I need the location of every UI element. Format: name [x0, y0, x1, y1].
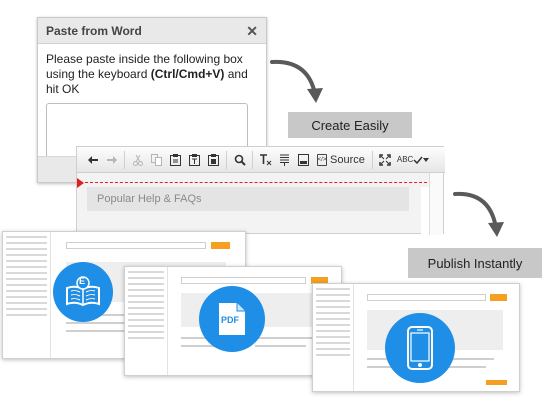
mini-search-button — [490, 294, 507, 301]
mini-search-button — [310, 277, 329, 284]
dialog-title: Paste from Word — [46, 23, 142, 38]
find-icon[interactable] — [230, 150, 249, 170]
curved-arrow-icon — [270, 59, 323, 103]
content-heading: Popular Help & FAQs — [97, 193, 202, 205]
copy-icon[interactable] — [147, 150, 166, 170]
instruction-text: Please paste inside the following box us… — [46, 52, 243, 81]
curved-arrow-icon — [453, 191, 504, 237]
pdf-document-icon — [219, 303, 245, 335]
maximize-icon[interactable] — [376, 150, 395, 170]
paste-text-icon[interactable] — [185, 150, 204, 170]
smartphone-icon — [407, 326, 433, 370]
close-icon[interactable]: ✕ — [246, 22, 258, 39]
mini-text-line — [366, 366, 412, 368]
toolbar-separator — [252, 150, 253, 169]
source-code-icon: </> — [317, 153, 327, 166]
mobile-format-badge — [385, 313, 455, 383]
mini-text-line — [65, 330, 134, 332]
redo-icon[interactable] — [102, 150, 121, 170]
insert-guide-line — [85, 182, 442, 183]
editor-toolbar: </> Source ABC — [77, 147, 445, 173]
open-book-icon — [66, 276, 100, 307]
mini-sidebar — [313, 284, 355, 391]
mini-action-button — [486, 380, 507, 385]
mini-search-box — [65, 242, 207, 249]
publish-instantly-label: Publish Instantly — [408, 248, 542, 278]
mini-sidebar — [3, 232, 52, 358]
rich-text-editor: </> Source ABC Popular Help & FAQs — [76, 146, 445, 235]
toolbar-separator — [371, 150, 373, 169]
editor-content-block[interactable]: Popular Help & FAQs — [87, 187, 409, 211]
checkmark-icon — [413, 156, 423, 164]
cut-icon[interactable] — [128, 150, 147, 170]
pdf-label: PDF — [221, 315, 239, 325]
paste-icon[interactable] — [166, 150, 185, 170]
epub-format-badge: E — [53, 262, 113, 322]
mini-text-line — [254, 345, 307, 347]
mini-sidebar — [125, 267, 169, 375]
mini-search-box — [181, 277, 307, 284]
toolbar-separator — [226, 150, 227, 169]
dialog-header: Paste from Word ✕ — [38, 18, 266, 44]
remove-format-icon[interactable] — [256, 150, 275, 170]
pdf-format-badge: PDF — [199, 286, 265, 352]
toolbar-separator — [124, 150, 125, 169]
mini-text-line — [436, 366, 487, 368]
mini-search-box — [366, 294, 487, 301]
mini-text-line — [436, 358, 495, 360]
paste-word-icon[interactable] — [204, 150, 223, 170]
editor-scrollbar[interactable] — [429, 173, 443, 235]
epub-letter: E — [79, 276, 86, 286]
template-icon[interactable] — [294, 150, 313, 170]
source-label: Source — [330, 153, 365, 166]
chevron-down-icon — [423, 157, 430, 162]
instruction-text-end: and hit OK — [46, 67, 248, 96]
paragraph-icon[interactable] — [275, 150, 294, 170]
mini-text-line — [65, 322, 124, 324]
create-easily-label: Create Easily — [288, 112, 412, 138]
shortcut-text: (Ctrl/Cmd+V) — [150, 67, 225, 81]
mini-text-line — [181, 345, 229, 347]
insert-marker-icon — [77, 178, 84, 188]
dialog-instructions: Please paste inside the following box us… — [38, 44, 266, 161]
mini-search-button — [211, 242, 231, 249]
undo-icon[interactable] — [83, 150, 102, 170]
spellcheck-button[interactable]: ABC — [396, 155, 430, 164]
mini-text-line — [254, 337, 316, 339]
spellcheck-label: ABC — [396, 155, 414, 164]
source-button[interactable]: </> Source — [313, 150, 369, 170]
